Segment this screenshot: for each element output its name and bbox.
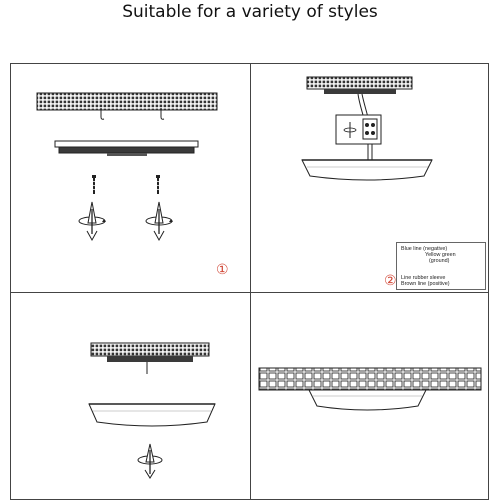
ceiling-block — [90, 342, 210, 357]
hook-right-icon — [160, 108, 165, 120]
step-4-panel — [250, 292, 488, 499]
ceiling-block — [306, 76, 413, 90]
step-2-panel: ② Blue line (negative) Yellow green (gro… — [250, 64, 488, 293]
step-2-number: ② — [384, 273, 397, 289]
step-2-illustration — [301, 76, 481, 277]
installed-lamp — [308, 389, 427, 411]
plate — [107, 356, 193, 362]
legend-yellow-green: Yellow green — [425, 252, 456, 258]
anchor-left-icon — [78, 201, 106, 242]
page-title: Suitable for a variety of styles — [122, 2, 378, 22]
installation-steps-grid: ① — [10, 63, 489, 500]
screw-left-icon — [91, 175, 97, 194]
ceiling-block — [258, 367, 482, 391]
step-3-panel — [11, 292, 251, 499]
hook-left-icon — [100, 108, 105, 120]
plate — [324, 89, 396, 94]
legend-brown-line: Brown line (positive) — [401, 281, 450, 287]
legend-blue-line: Blue line (negative) — [401, 246, 448, 252]
step-1-panel: ① — [11, 64, 251, 293]
screw-right-icon — [155, 175, 161, 194]
terminal-block — [335, 114, 382, 161]
legend-ground: (ground) — [429, 258, 450, 264]
anchor-icon — [137, 443, 163, 479]
step-4-illustration — [258, 367, 482, 411]
ceiling-block — [36, 92, 218, 111]
step-3-illustration — [88, 342, 216, 479]
wiring-legend: Blue line (negative) Yellow green (groun… — [396, 242, 486, 290]
legend-rubber-sleeve: Line rubber sleeve — [401, 275, 446, 281]
step-1-illustration — [36, 92, 218, 242]
anchor-right-icon — [145, 201, 173, 242]
mounting-plate — [54, 140, 199, 156]
step-1-number: ① — [216, 262, 229, 278]
lamp-shade — [88, 403, 216, 427]
lamp-shade — [301, 159, 433, 181]
